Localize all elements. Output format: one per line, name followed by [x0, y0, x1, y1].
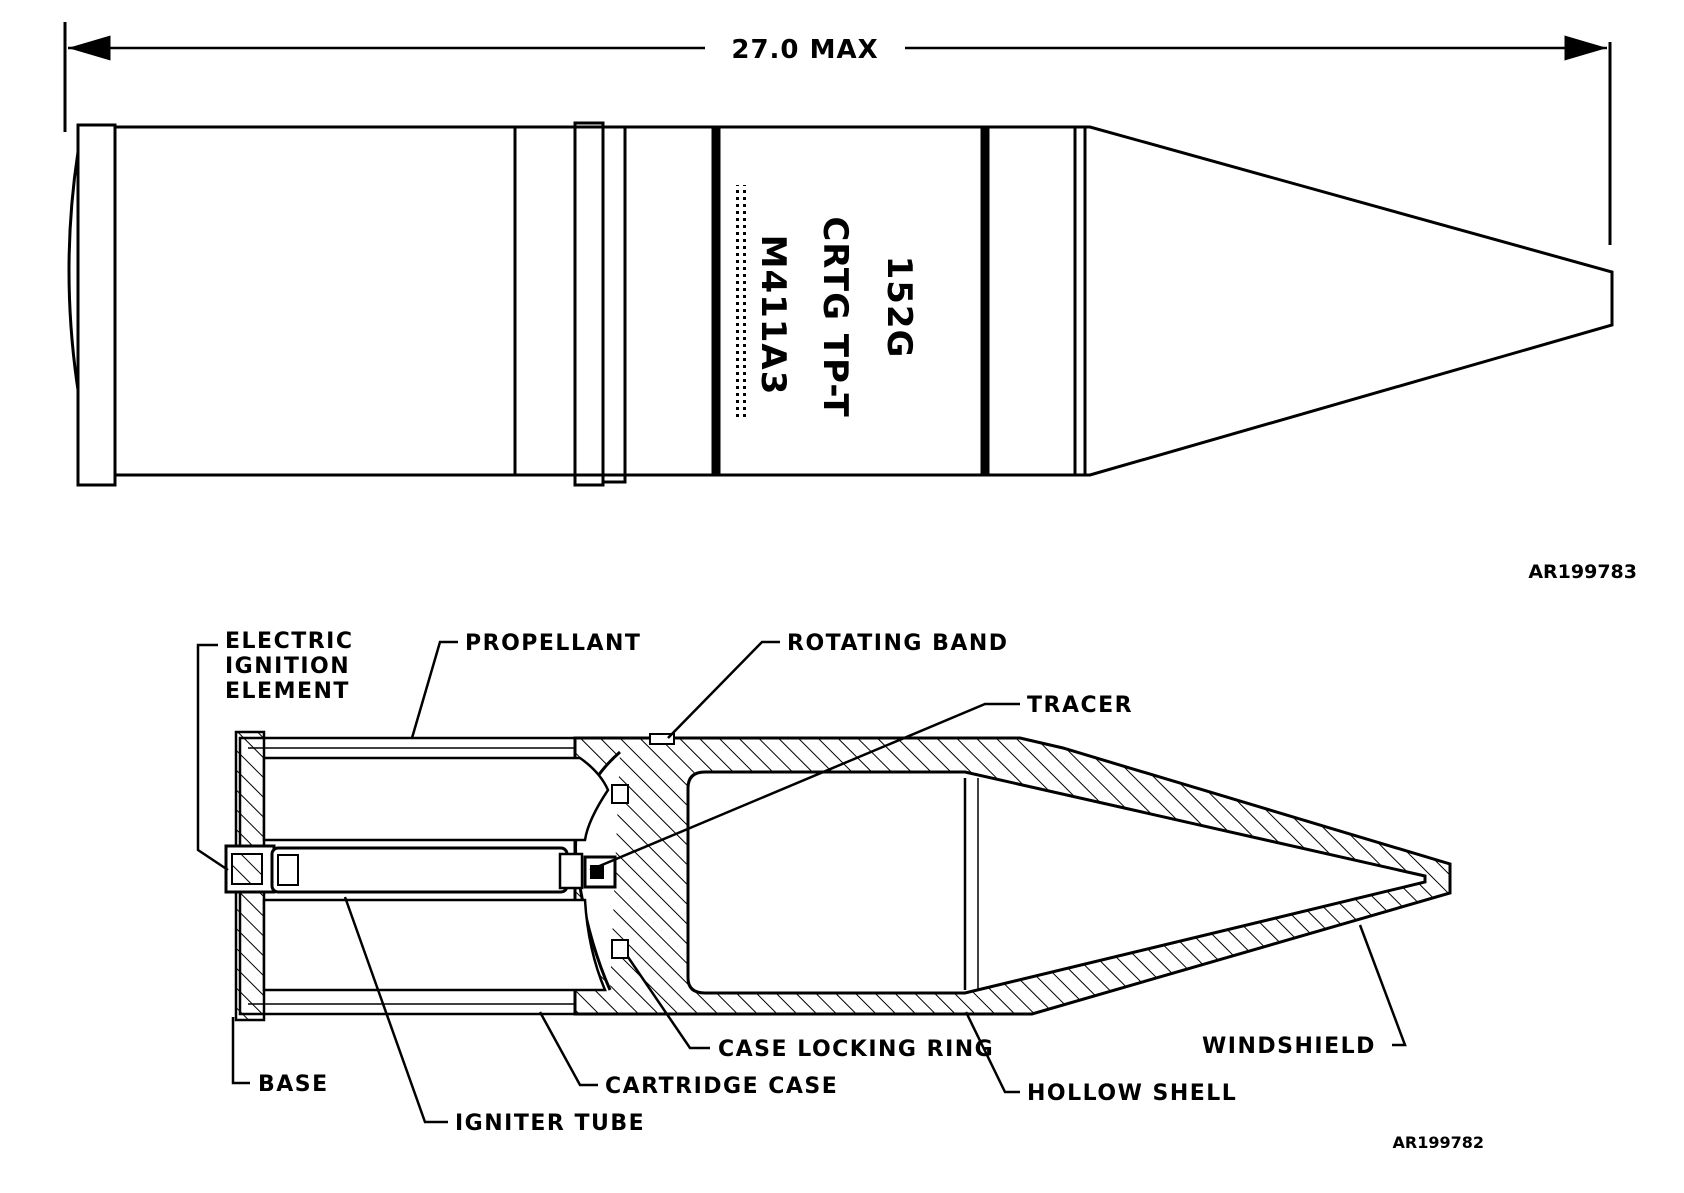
projectile-markings: 152G CRTG TP-T M411A3 [753, 216, 919, 417]
cartridge-exterior [67, 121, 1614, 487]
dotted-marking-strip [733, 185, 747, 420]
marking-model: M411A3 [753, 235, 793, 396]
windshield-ogive [1085, 125, 1614, 477]
case-base-bulge [67, 151, 80, 391]
propellant-lower [262, 898, 607, 992]
cutaway-labels: ELECTRIC IGNITION ELEMENT PROPELLANT ROT… [225, 629, 1376, 1136]
label-electric-1: ELECTRIC [225, 629, 354, 654]
label-igniter-tube: IGNITER TUBE [455, 1111, 645, 1136]
propellant-upper [262, 756, 610, 842]
exterior-view: 27.0 MAX 152G CRTG TP-T M411A3 AR199783 [63, 22, 1637, 583]
label-case-locking-ring: CASE LOCKING RING [718, 1037, 994, 1062]
label-electric-3: ELEMENT [225, 679, 350, 704]
cutaway-figure-id: AR199782 [1393, 1133, 1485, 1152]
label-windshield: WINDSHIELD [1202, 1034, 1376, 1059]
dimension-label: 27.0 MAX [731, 35, 878, 65]
rotating-band [649, 733, 675, 745]
label-hollow-shell: HOLLOW SHELL [1027, 1081, 1237, 1106]
label-base: BASE [258, 1072, 329, 1097]
leader-lines [196, 640, 1407, 1124]
cutaway-view: ELECTRIC IGNITION ELEMENT PROPELLANT ROT… [196, 629, 1485, 1152]
igniter-tube-body [270, 846, 569, 894]
marking-weight: 152G [879, 256, 919, 359]
overall-length-dimension: 27.0 MAX [63, 22, 1612, 245]
locking-ring-lower [611, 939, 629, 959]
case-rim [76, 123, 117, 487]
hollow-shell-section [573, 736, 1452, 1016]
label-rotating-band: ROTATING BAND [787, 631, 1009, 656]
exterior-figure-id: AR199783 [1528, 561, 1637, 583]
label-cartridge-case: CARTRIDGE CASE [605, 1074, 838, 1099]
marking-type: CRTG TP-T [815, 216, 855, 417]
label-tracer: TRACER [1027, 693, 1133, 718]
locking-ring-upper [611, 784, 629, 804]
label-propellant: PROPELLANT [465, 631, 641, 656]
exterior-band-1 [573, 121, 605, 487]
label-electric-2: IGNITION [225, 654, 350, 679]
